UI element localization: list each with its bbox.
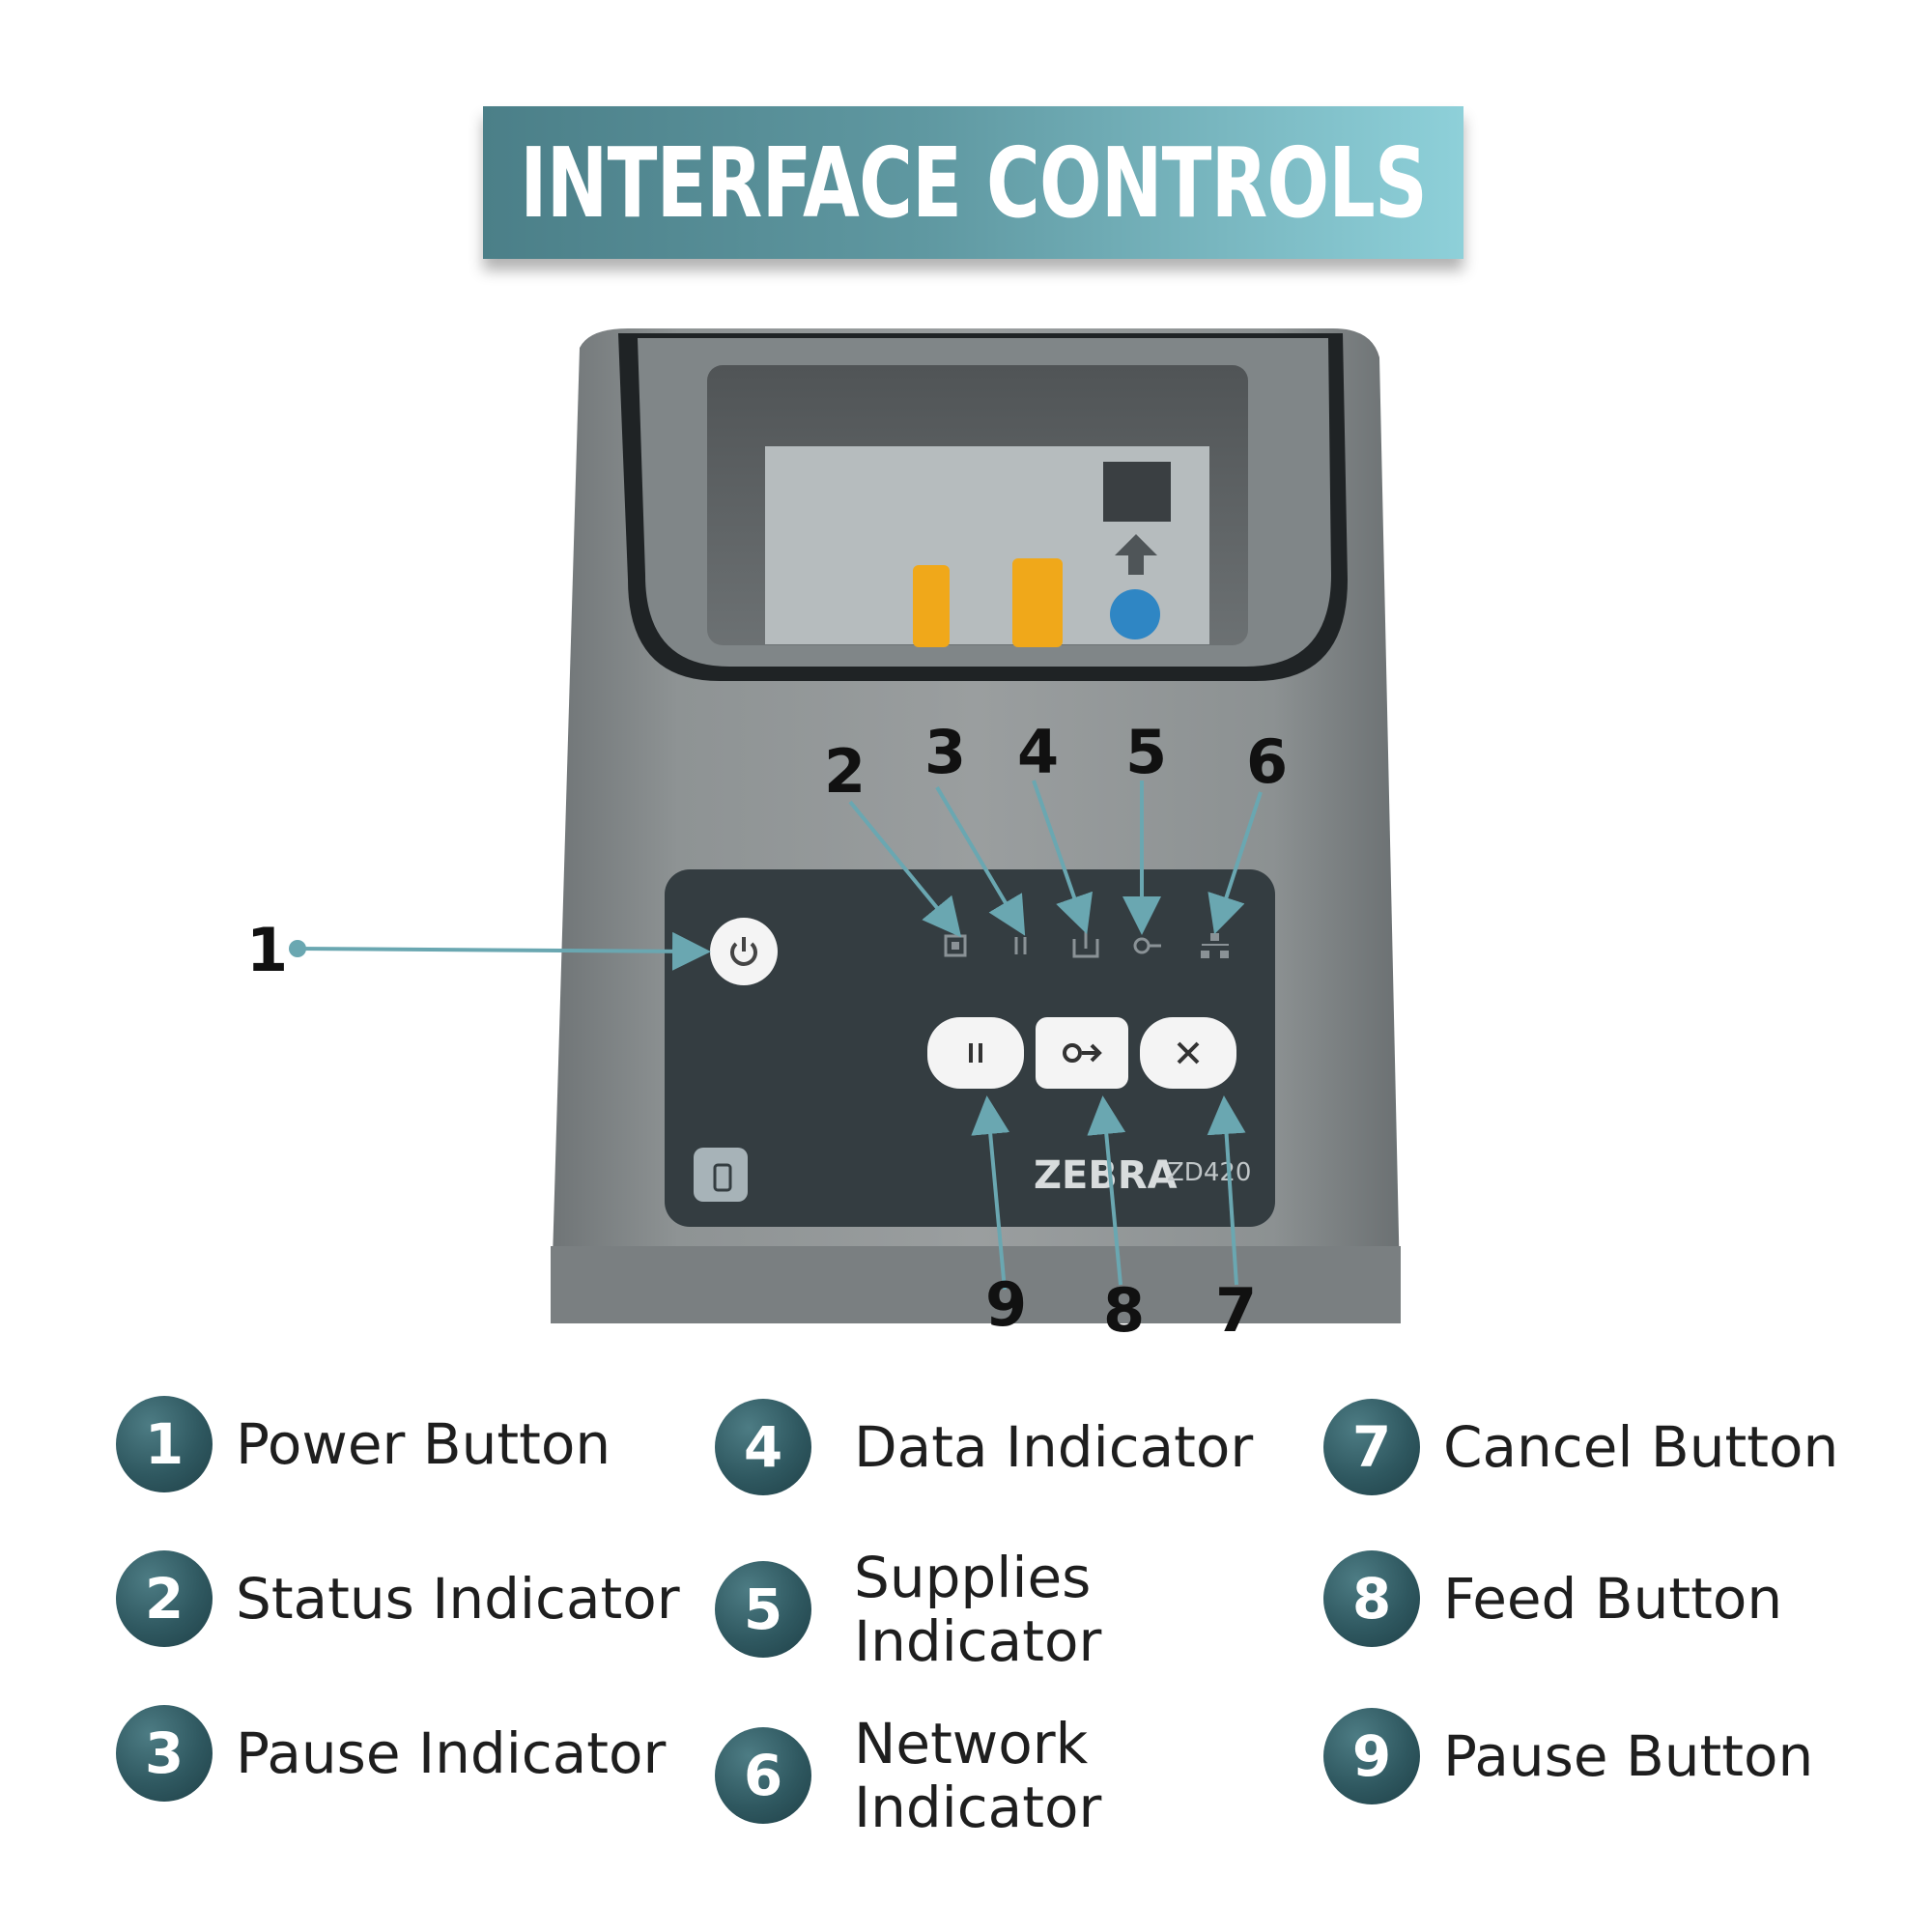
up-arrow-icon (1115, 534, 1157, 575)
legend-badge: 6 (715, 1727, 811, 1824)
leader-2 (848, 800, 962, 938)
network-indicator-icon (1201, 933, 1229, 958)
legend-item-status-indicator: 2 Status Indicator (116, 1550, 680, 1647)
brand-logo: ZEBRA (1034, 1153, 1178, 1198)
legend-label: Cancel Button (1443, 1414, 1839, 1480)
legend-item-network-indicator: 6 Network Indicator (715, 1712, 1101, 1839)
leader-1-dot (289, 940, 306, 957)
qr-code (1103, 462, 1171, 522)
legend-item-data-indicator: 4 Data Indicator (715, 1399, 1253, 1495)
callout-3: 3 (924, 717, 966, 787)
callout-9: 9 (985, 1269, 1027, 1340)
legend-badge: 4 (715, 1399, 811, 1495)
legend-badge: 5 (715, 1561, 811, 1658)
leader-8 (1087, 1095, 1126, 1286)
cancel-icon (1177, 1041, 1200, 1065)
page-title: INTERFACE CONTROLS (520, 126, 1428, 240)
legend-badge: 7 (1323, 1399, 1420, 1495)
pause-button[interactable] (927, 1017, 1024, 1089)
legend-badge: 9 (1323, 1708, 1420, 1804)
legend-label-line: Network (854, 1711, 1089, 1776)
callout-5: 5 (1125, 717, 1167, 787)
legend-badge: 8 (1323, 1550, 1420, 1647)
spindle-left (913, 565, 950, 647)
model-label: ZD420 (1167, 1158, 1251, 1187)
pause-icon (969, 1043, 982, 1063)
legend-item-pause-button: 9 Pause Button (1323, 1708, 1813, 1804)
feed-icon (1063, 1043, 1102, 1063)
legend-item-pause-indicator: 3 Pause Indicator (116, 1705, 666, 1802)
callout-6: 6 (1246, 726, 1288, 797)
pause-indicator-icon (1014, 937, 1027, 954)
leader-1 (297, 931, 711, 971)
legend-label: Network Indicator (854, 1712, 1101, 1839)
supplies-indicator-icon (1133, 937, 1161, 954)
callout-2: 2 (824, 736, 866, 807)
callout-1: 1 (246, 915, 288, 985)
legend-label-line: Supplies (854, 1545, 1092, 1610)
legend-label-line: Indicator (854, 1608, 1102, 1674)
leader-6 (1208, 791, 1263, 935)
legend-label: Feed Button (1443, 1566, 1783, 1632)
legend-label: Data Indicator (854, 1414, 1254, 1480)
legend-item-power-button: 1 Power Button (116, 1396, 611, 1492)
legend-label: Pause Indicator (236, 1720, 667, 1786)
help-icon (1110, 589, 1160, 639)
spindle-right (1012, 558, 1063, 647)
legend-badge: 1 (116, 1396, 213, 1492)
legend-label: Pause Button (1443, 1723, 1814, 1789)
nfc-icon (694, 1148, 748, 1202)
legend-label-line: Indicator (854, 1775, 1102, 1840)
power-icon (730, 937, 757, 966)
callout-8: 8 (1103, 1275, 1145, 1346)
legend-badge: 3 (116, 1705, 213, 1802)
legend-badge: 2 (116, 1550, 213, 1647)
legend-label: Status Indicator (236, 1566, 680, 1632)
printer-diagram: ZEBRA ZD420 1 2 3 4 5 6 9 8 7 (246, 328, 1401, 1346)
leader-9 (971, 1095, 1010, 1291)
callout-4: 4 (1017, 717, 1059, 787)
leader-3 (935, 785, 1026, 936)
legend-label: Power Button (236, 1411, 611, 1477)
printer-base (551, 1246, 1401, 1323)
leader-4 (1032, 780, 1094, 935)
legend-item-supplies-indicator: 5 Supplies Indicator (715, 1546, 1101, 1673)
legend-item-cancel-button: 7 Cancel Button (1323, 1399, 1838, 1495)
legend-label: Supplies Indicator (854, 1546, 1101, 1673)
leader-7 (1207, 1095, 1246, 1286)
legend-item-feed-button: 8 Feed Button (1323, 1550, 1782, 1647)
title-banner: INTERFACE CONTROLS (483, 106, 1463, 259)
callout-7: 7 (1215, 1275, 1257, 1346)
